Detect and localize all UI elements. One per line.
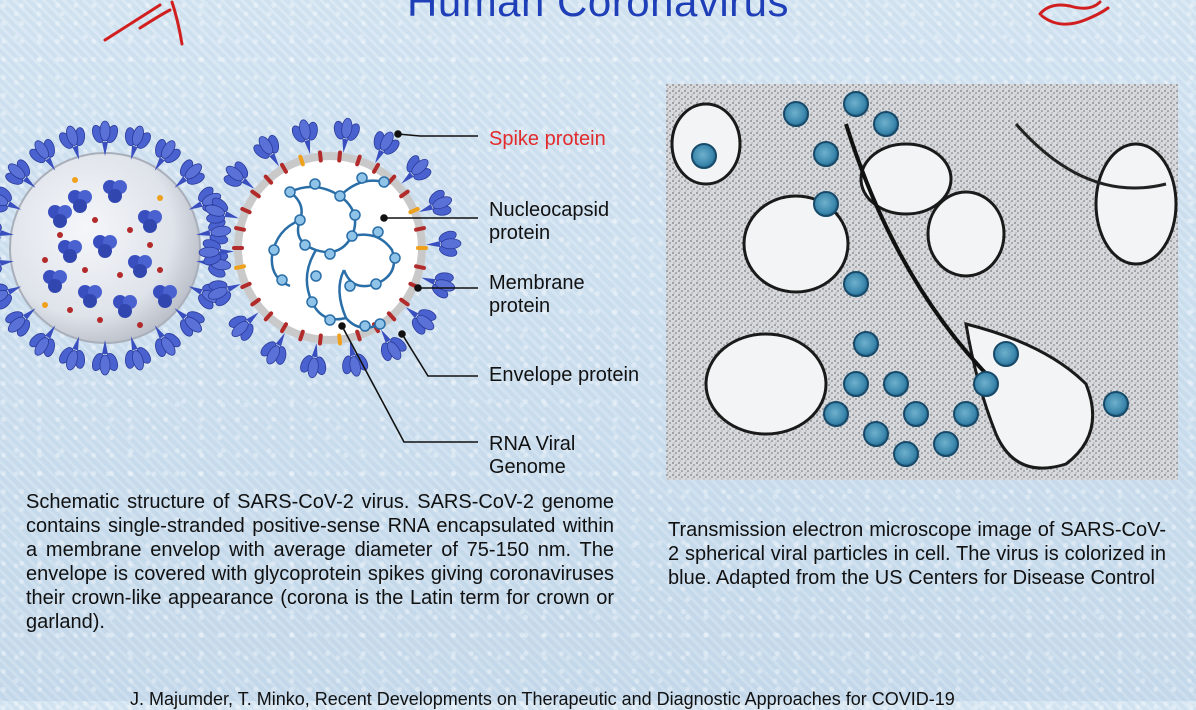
whole-virion-illustration: [0, 120, 234, 376]
virus-diagram: [0, 115, 478, 443]
pen-scribble-left: [103, 0, 184, 46]
rna-viral-genome-label: RNA Viral Genome: [489, 433, 576, 478]
spike-protein-label: Spike protein: [489, 128, 606, 150]
membrane-protein-label: Membrane protein: [489, 272, 585, 317]
nucleocapsid-protein-label: Nucleocapsid protein: [489, 199, 610, 244]
label-leader-lines: [338, 130, 478, 443]
envelope-protein-label: Envelope protein: [489, 364, 640, 386]
pen-scribble-right: [1038, 0, 1110, 26]
page-title: Human Coronavirus: [407, 0, 789, 25]
schematic-caption: Schematic structure of SARS-CoV-2 virus.…: [26, 491, 614, 633]
tem-micrograph: [666, 84, 1178, 480]
cross-section-illustration: [198, 115, 462, 381]
reference-citation: J. Majumder, T. Minko, Recent Developmen…: [130, 689, 955, 709]
tem-caption: Transmission electron microscope image o…: [668, 519, 1166, 589]
